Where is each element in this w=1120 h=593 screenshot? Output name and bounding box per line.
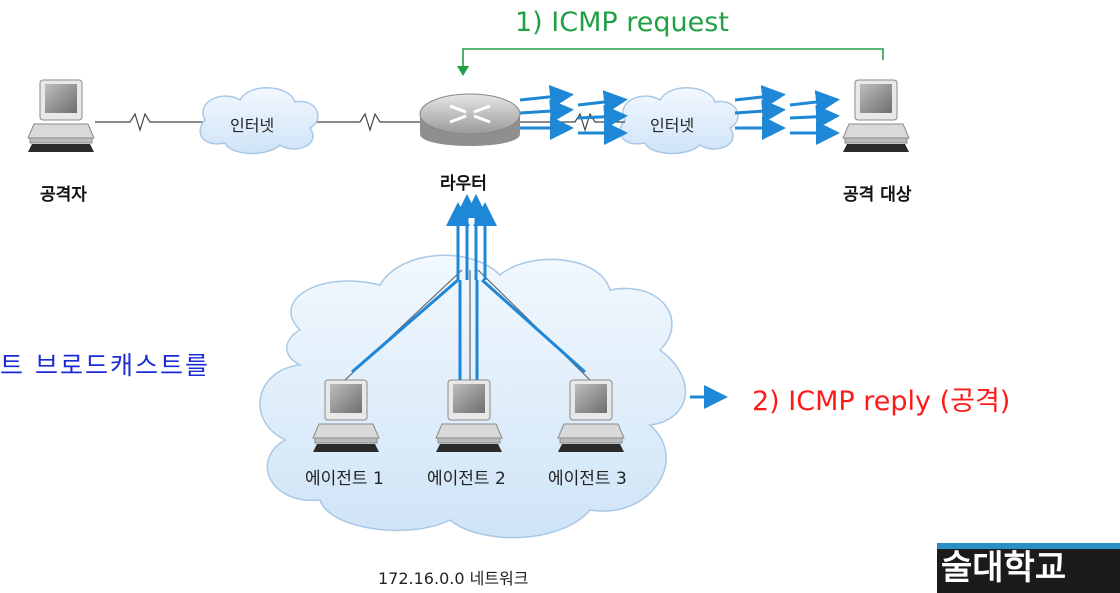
internet-left-label: 인터넷 — [230, 116, 275, 135]
agent-label-3: 에이전트 3 — [548, 469, 627, 489]
internet-cloud-left — [199, 87, 319, 155]
flood-arrows — [519, 84, 840, 145]
target-computer — [842, 79, 910, 153]
internet-right-label: 인터넷 — [650, 116, 695, 135]
router-label: 라우터 — [440, 174, 487, 194]
link-attacker-internet — [95, 112, 212, 133]
agent-label-1: 에이전트 1 — [305, 469, 384, 489]
attacker-computer — [27, 79, 95, 153]
router — [419, 93, 521, 146]
attacker-label: 공격자 — [40, 185, 87, 205]
icmp-request-path — [457, 48, 884, 76]
broadcast-text: 트 브로드캐스트를 — [0, 351, 210, 380]
icmp-request-label: 1) ICMP request — [515, 7, 729, 38]
icmp-reply-label: 2) ICMP reply (공격) — [752, 386, 1011, 417]
internet-cloud-right — [619, 87, 739, 155]
link-internet-router — [308, 112, 420, 133]
target-label: 공격 대상 — [843, 185, 912, 205]
agent-traffic — [351, 194, 586, 380]
agent-label-2: 에이전트 2 — [427, 469, 506, 489]
network-label: 172.16.0.0 네트워크 — [378, 569, 529, 588]
link-router-target — [520, 112, 625, 133]
watermark-logo: 술대학교 — [937, 543, 1120, 593]
